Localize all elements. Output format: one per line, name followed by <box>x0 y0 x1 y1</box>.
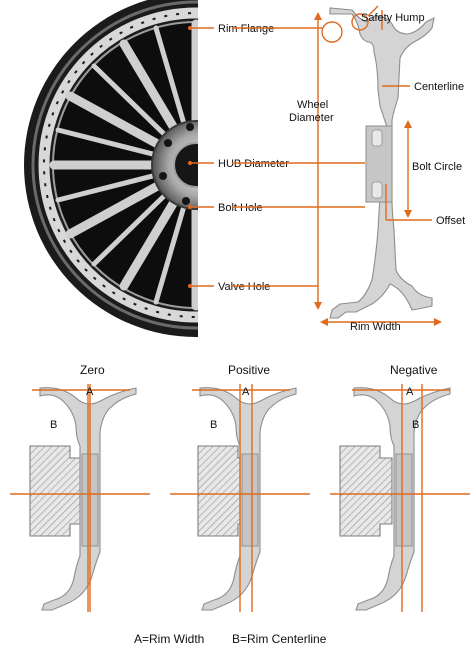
label-b-negative: B <box>412 419 419 431</box>
label-b-positive: B <box>210 419 217 431</box>
safety-hump-label: Safety Hump <box>361 12 425 24</box>
wheel-diameter-label-2: Diameter <box>289 112 334 124</box>
half-wheel-illustration <box>24 0 198 337</box>
hub-block-zero <box>29 445 83 537</box>
rim-cross-section <box>329 7 435 319</box>
rim-flange-label: Rim Flange <box>218 23 274 35</box>
hub-block-negative <box>339 445 393 537</box>
wheel-diameter-label-1: Wheel <box>297 99 328 111</box>
panel-title-zero: Zero <box>80 363 105 377</box>
label-b-zero: B <box>50 419 57 431</box>
offset-label: Offset <box>436 215 465 227</box>
legend-a-definition: A=Rim Width <box>134 632 204 646</box>
legend-b-definition: B=Rim Centerline <box>232 632 327 646</box>
panel-title-negative: Negative <box>390 363 438 377</box>
mount-pad-positive <box>241 453 259 547</box>
hub-diameter-label: HUB Diameter <box>218 158 289 170</box>
bolt-hole-label: Bolt Hole <box>218 202 263 214</box>
panel-title-positive: Positive <box>228 363 270 377</box>
centerline-label: Centerline <box>414 81 464 93</box>
label-a-negative: A <box>406 386 414 398</box>
label-a-zero: A <box>86 386 94 398</box>
wheel-leader-lines <box>188 26 214 288</box>
valve-hole-label: Valve Hole <box>218 281 270 293</box>
label-a-positive: A <box>242 386 250 398</box>
cross-section-annotations <box>232 5 442 326</box>
mount-pad-negative <box>395 453 413 547</box>
bolt-circle-label: Bolt Circle <box>412 161 462 173</box>
rim-width-label: Rim Width <box>350 321 401 333</box>
